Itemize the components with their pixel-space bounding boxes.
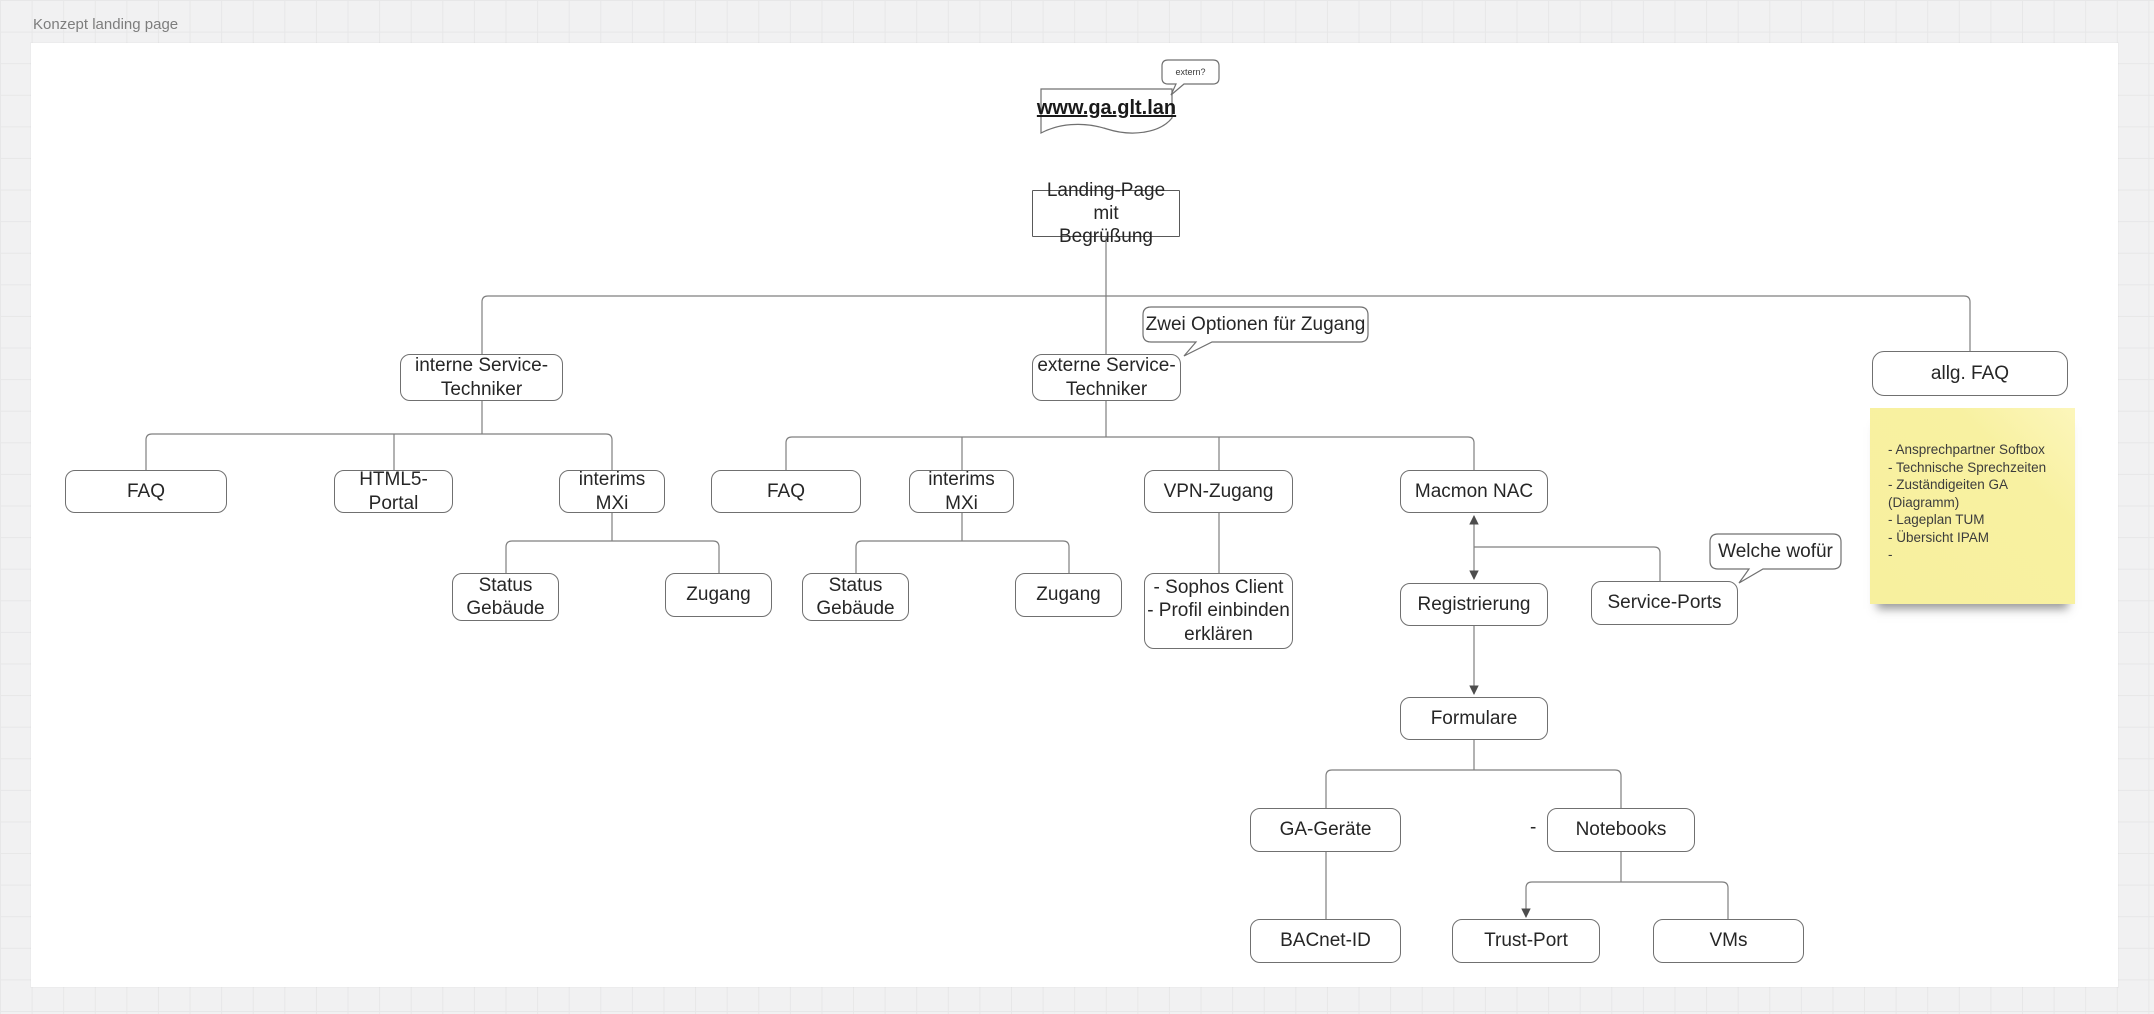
node-macmon-nac[interactable]: Macmon NAC (1400, 470, 1548, 513)
node-notebooks[interactable]: Notebooks (1547, 808, 1695, 852)
sticky-note-line: - (1888, 547, 1893, 563)
node-bacnet-id[interactable]: BACnet-ID (1250, 919, 1401, 963)
sticky-note-line: (Diagramm) (1888, 494, 1960, 510)
stray-dash-label[interactable]: - (1530, 817, 1537, 838)
sticky-note-line: - Technische Sprechzeiten (1888, 459, 2047, 475)
node-externe-service-techniker[interactable]: externe Service- Techniker (1032, 354, 1181, 401)
node-interne-service-techniker[interactable]: interne Service- Techniker (400, 354, 563, 401)
node-faq-intern[interactable]: FAQ (65, 470, 227, 513)
sticky-note-line: - Lageplan TUM (1888, 512, 1985, 528)
node-faq-extern[interactable]: FAQ (711, 470, 861, 513)
node-zugang-intern[interactable]: Zugang (665, 573, 772, 617)
node-vms[interactable]: VMs (1653, 919, 1804, 963)
node-landing-page[interactable]: Landing-Page mit Begrüßung (1032, 180, 1180, 247)
node-allg-faq[interactable]: allg. FAQ (1872, 351, 2068, 396)
node-zugang-extern[interactable]: Zugang (1015, 573, 1122, 617)
sticky-note-line: - Übersicht IPAM (1888, 529, 1990, 545)
website-label: www.ga.glt.lan (1036, 96, 1177, 119)
sticky-note-line: - Zuständigeiten GA (1888, 477, 2009, 493)
node-service-ports[interactable]: Service-Ports (1591, 581, 1738, 625)
node-status-gebaeude-intern[interactable]: Status Gebäude (452, 573, 559, 621)
sticky-note-line: - Ansprechpartner Softbox (1888, 442, 2045, 457)
node-sophos-hinweis[interactable]: - Sophos Client - Profil einbinden erklä… (1144, 573, 1293, 649)
node-ga-geraete[interactable]: GA-Geräte (1250, 808, 1401, 852)
sticky-note[interactable]: - Ansprechpartner Softbox - Technische Sp… (1870, 408, 2075, 604)
node-status-gebaeude-extern[interactable]: Status Gebäude (802, 573, 909, 621)
node-registrierung[interactable]: Registrierung (1400, 583, 1548, 626)
node-vpn-zugang[interactable]: VPN-Zugang (1144, 470, 1293, 513)
node-interims-mxi-extern[interactable]: interims MXi (909, 469, 1014, 514)
node-interims-mxi-intern[interactable]: interims MXi (559, 469, 665, 514)
node-html5-portal[interactable]: HTML5-Portal (334, 469, 453, 514)
frame-title[interactable]: Konzept landing page (33, 16, 179, 33)
node-formulare[interactable]: Formulare (1400, 697, 1548, 740)
node-trust-port[interactable]: Trust-Port (1452, 919, 1600, 963)
